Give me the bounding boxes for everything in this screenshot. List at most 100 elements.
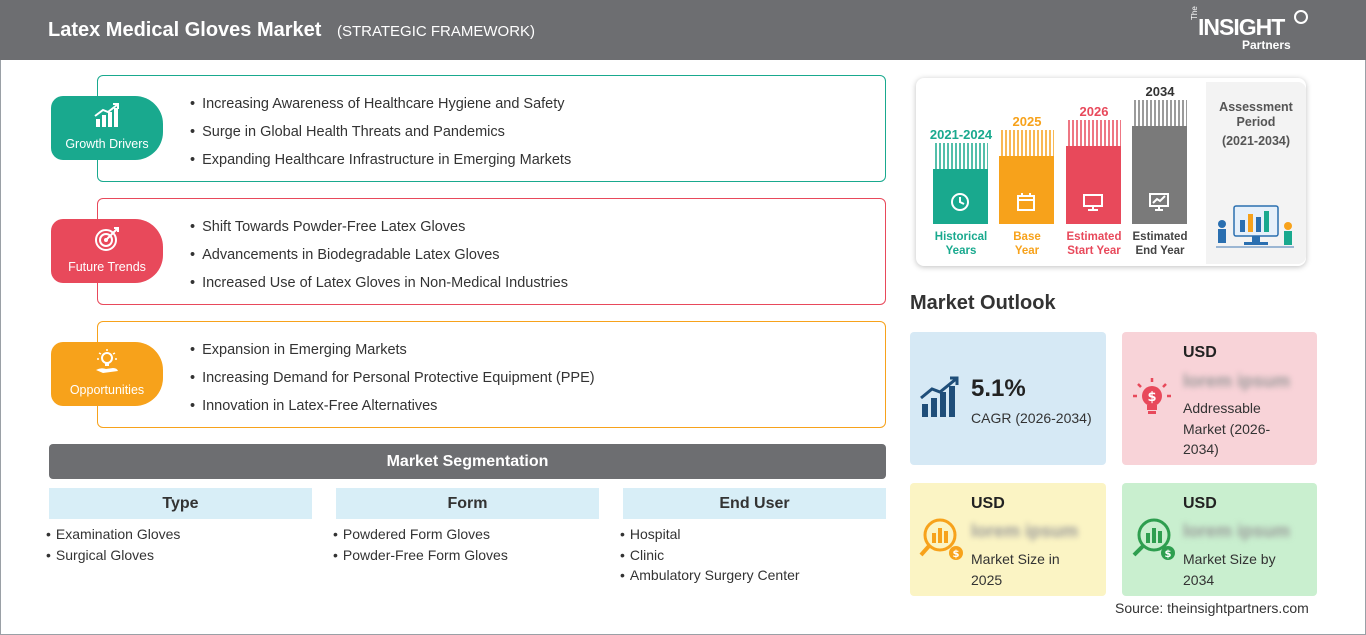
segmentation-title: Market Segmentation (49, 444, 886, 479)
timeline-label-line1: Historical (934, 231, 988, 243)
cagr-label: CAGR (2026-2034) (971, 410, 1092, 426)
timeline-label-line1: Estimated (1132, 231, 1188, 243)
timeline-bar (999, 130, 1054, 224)
calendar-icon (1017, 193, 1035, 211)
list-item: Powder-Free Form Gloves (333, 545, 508, 566)
timeline-label-line1: Base (1013, 231, 1041, 243)
list-item: Innovation in Latex-Free Alternatives (190, 396, 595, 424)
currency-label: USD (1183, 344, 1217, 361)
bar-stripes (1001, 130, 1054, 156)
future-trends-list: Shift Towards Powder-Free Latex Gloves A… (190, 217, 568, 301)
badge-label: Growth Drivers (65, 137, 149, 151)
source-note: Source: theinsightpartners.com (1115, 600, 1309, 616)
bar-chart-growth-icon (94, 103, 119, 127)
list-item: Shift Towards Powder-Free Latex Gloves (190, 217, 568, 245)
growth-drivers-badge: Growth Drivers (51, 96, 163, 160)
blurred-value: lorem ipsum (1183, 371, 1291, 391)
bar-body (999, 156, 1054, 224)
list-item: Expanding Healthcare Infrastructure in E… (190, 150, 571, 178)
history-icon (951, 193, 969, 211)
market-size-2034-label: Market Size by 2034 (1183, 551, 1276, 588)
addressable-label: Addressable Market (2026-2034) (1183, 400, 1271, 457)
logo-mark-icon (1294, 10, 1308, 24)
cagr-value: 5.1% (971, 375, 1026, 402)
opportunities-list: Expansion in Emerging Markets Increasing… (190, 340, 595, 424)
future-trends-box: Shift Towards Powder-Free Latex Gloves A… (97, 198, 886, 305)
target-icon (95, 227, 119, 251)
page-subtitle: (STRATEGIC FRAMEWORK) (337, 23, 536, 40)
presentation-icon (1083, 194, 1103, 211)
monitor-chart-icon (1149, 193, 1169, 211)
lightbulb-hand-icon (96, 349, 118, 373)
timeline-year: 2021-2024 (929, 127, 993, 142)
list-item: Advancements in Biodegradable Latex Glov… (190, 245, 568, 273)
insight-partners-logo[interactable]: The INSIGHT Partners (1190, 6, 1310, 54)
list-item: Ambulatory Surgery Center (620, 565, 800, 586)
timeline-label-line2: Start Year (1067, 245, 1121, 257)
money-analysis-icon: $ (919, 518, 963, 560)
list-item: Increased Use of Latex Gloves in Non-Med… (190, 273, 568, 301)
currency-label: USD (1183, 495, 1217, 512)
assessment-period: (2021-2034) (1221, 134, 1291, 148)
market-size-2025-card: $ USD lorem ipsum Market Size in 2025 (910, 483, 1106, 596)
timeline-label-line1: Estimated (1066, 231, 1122, 243)
badge-label: Opportunities (69, 383, 145, 397)
growth-drivers-box: Increasing Awareness of Healthcare Hygie… (97, 75, 886, 182)
list-item: Hospital (620, 524, 800, 545)
timeline-label-line2: End Year (1135, 245, 1185, 257)
segment-list-type: Examination Gloves Surgical Gloves (46, 524, 181, 566)
timeline-label-line2: Years (945, 245, 977, 257)
future-trends-badge: Future Trends (51, 219, 163, 283)
currency-label: USD (971, 495, 1005, 512)
timeline-label-line2: Year (1014, 245, 1040, 257)
bar-stripes (1068, 120, 1121, 146)
timeline-year: 2025 (1012, 114, 1042, 129)
list-item: Expansion in Emerging Markets (190, 340, 595, 368)
list-item: Clinic (620, 545, 800, 566)
addressable-market-card: $ USD lorem ipsum Addressable Market (20… (1122, 332, 1317, 465)
money-growth-icon: $ (1132, 518, 1175, 560)
segment-heading-end-user: End User (623, 488, 886, 519)
list-item: Powdered Form Gloves (333, 524, 508, 545)
assessment-period-panel: Assessment Period (2021-2034) (1206, 82, 1306, 264)
bar-stripes (935, 143, 988, 169)
analytics-people-icon (1216, 205, 1294, 248)
bar-body (933, 169, 988, 224)
list-item: Increasing Awareness of Healthcare Hygie… (190, 94, 571, 122)
market-outlook-title: Market Outlook (910, 292, 1056, 314)
svg-text:$: $ (1165, 549, 1172, 560)
market-size-2025-label: Market Size in 2025 (971, 551, 1060, 588)
list-item: Examination Gloves (46, 524, 181, 545)
assessment-title: Assessment Period (1219, 100, 1293, 129)
blurred-value: lorem ipsum (1183, 521, 1291, 541)
list-item: Surgical Gloves (46, 545, 180, 566)
blurred-value: lorem ipsum (971, 521, 1079, 541)
timeline-year: 2034 (1145, 84, 1175, 99)
svg-text:$: $ (953, 549, 960, 560)
timeline-bar (1066, 120, 1121, 224)
timeline-bar (933, 143, 988, 224)
bar-stripes (1134, 100, 1187, 126)
segment-list-end-user: Hospital Clinic Ambulatory Surgery Cente… (620, 524, 800, 586)
opportunities-box: Expansion in Emerging Markets Increasing… (97, 321, 886, 428)
badge-label: Future Trends (68, 260, 146, 274)
opportunities-badge: Opportunities (51, 342, 163, 406)
timeline-bar (1132, 100, 1187, 224)
svg-text:$: $ (1147, 390, 1156, 405)
header-bar: Latex Medical Gloves Market (STRATEGIC F… (0, 0, 1366, 60)
list-item: Increasing Demand for Personal Protectiv… (190, 368, 595, 396)
timeline-year: 2026 (1079, 104, 1109, 119)
market-size-2034-card: $ USD lorem ipsum Market Size by 2034 (1122, 483, 1317, 596)
idea-bulb-icon: $ (1133, 378, 1171, 414)
cagr-card: 5.1% CAGR (2026-2034) (910, 332, 1106, 465)
segment-list-form: Powdered Form Gloves Powder-Free Form Gl… (333, 524, 508, 565)
growth-chart-icon (920, 376, 959, 417)
segment-heading-form: Form (336, 488, 599, 519)
segment-heading-type: Type (49, 488, 312, 519)
list-item: Surge in Global Health Threats and Pande… (190, 122, 571, 150)
page-title: Latex Medical Gloves Market (48, 19, 322, 41)
